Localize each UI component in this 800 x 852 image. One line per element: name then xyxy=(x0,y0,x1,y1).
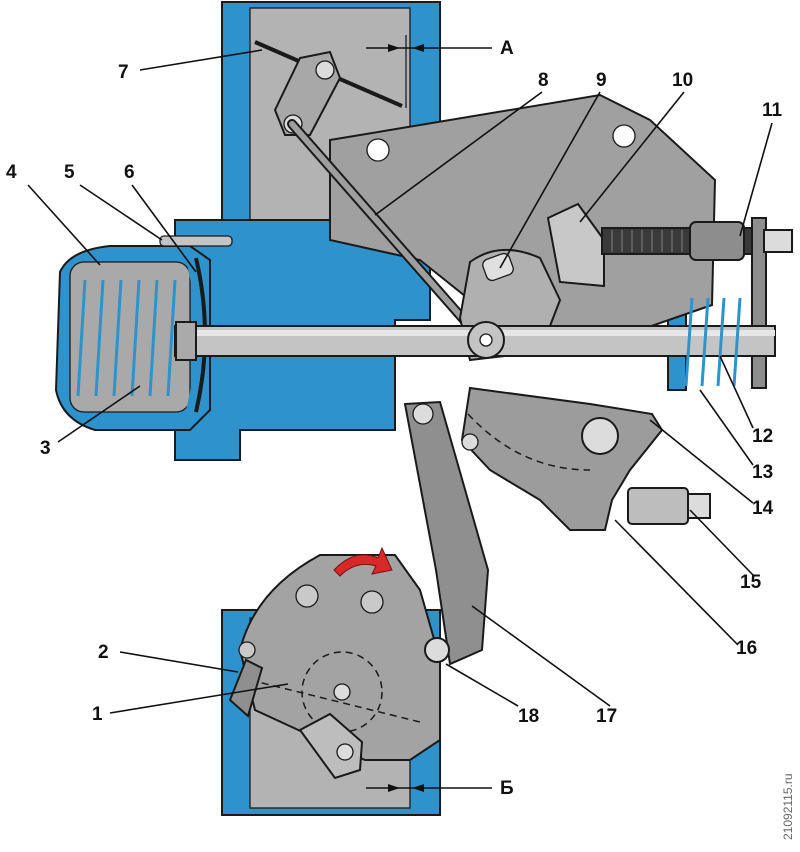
air-damper-assembly xyxy=(254,40,483,341)
callout-9: 9 xyxy=(596,70,607,91)
callout-8: 8 xyxy=(538,70,549,91)
rod-pivot-core xyxy=(479,333,493,347)
callout-11: 11 xyxy=(762,100,783,121)
callout-15: 15 xyxy=(740,572,762,593)
callout-17: 17 xyxy=(596,706,617,727)
stop-lever-assembly xyxy=(460,386,711,531)
plate-hole-left xyxy=(366,138,390,162)
callout-3: 3 xyxy=(40,438,51,459)
callout-5: 5 xyxy=(64,162,75,183)
link-rod-upper-pin xyxy=(412,403,434,425)
section-marker-bottom xyxy=(366,784,492,792)
lever-tab xyxy=(228,658,264,718)
site-watermark: 21092115.ru xyxy=(781,773,795,840)
callout-13: 13 xyxy=(752,462,773,483)
return-spring xyxy=(684,297,742,387)
callout-12: 12 xyxy=(752,426,773,447)
damper-axis xyxy=(315,60,335,80)
damper-rod-face xyxy=(289,121,481,339)
sector-plate xyxy=(546,202,605,288)
callout-6: 6 xyxy=(124,162,135,183)
adjust-pin xyxy=(159,235,233,247)
callout-14: 14 xyxy=(752,498,774,519)
section-label-bottom: Б xyxy=(500,778,514,799)
leader-lines xyxy=(27,49,773,714)
stop-screw-tip xyxy=(687,493,711,519)
throttle-plate xyxy=(249,679,421,723)
sector-hole-a xyxy=(295,584,319,608)
plate-hole-right xyxy=(612,124,636,148)
throttle-sector xyxy=(238,554,441,761)
sector-hole-b xyxy=(360,590,384,614)
rotation-arrow-icon xyxy=(333,546,393,577)
stop-lever-axis xyxy=(581,417,619,455)
callout-18: 18 xyxy=(518,706,539,727)
callout-7: 7 xyxy=(118,62,129,83)
screw-head xyxy=(763,229,793,253)
callout-16: 16 xyxy=(736,638,757,659)
sector-hole-c xyxy=(238,641,256,659)
link-rod xyxy=(403,400,490,666)
lower-cam-pin xyxy=(336,743,354,761)
callout-4: 4 xyxy=(6,162,17,183)
stop-lever-pin xyxy=(461,433,479,451)
diaphragm-rod xyxy=(174,321,776,361)
lever-end-pin xyxy=(424,637,450,663)
cam-slot xyxy=(482,252,514,282)
callout-2: 2 xyxy=(98,642,109,663)
throttle-lever-assembly xyxy=(228,546,450,780)
rod-nut xyxy=(175,321,197,361)
throttle-axis xyxy=(333,683,351,701)
callout-1: 1 xyxy=(92,704,103,725)
section-label-top: А xyxy=(500,38,514,59)
callout-10: 10 xyxy=(672,70,693,91)
adjusting-nut xyxy=(689,221,745,261)
callout-labels: 1 2 3 4 5 6 7 8 9 10 11 12 13 14 15 16 1… xyxy=(6,38,783,799)
stop-lever-dash xyxy=(467,413,591,471)
stop-screw-body xyxy=(627,487,689,525)
lower-cam xyxy=(298,712,364,780)
section-marker-top xyxy=(366,35,492,108)
diaphragm-spring xyxy=(76,279,177,397)
link-rod-body xyxy=(403,400,490,666)
start-device-housing xyxy=(54,235,233,431)
